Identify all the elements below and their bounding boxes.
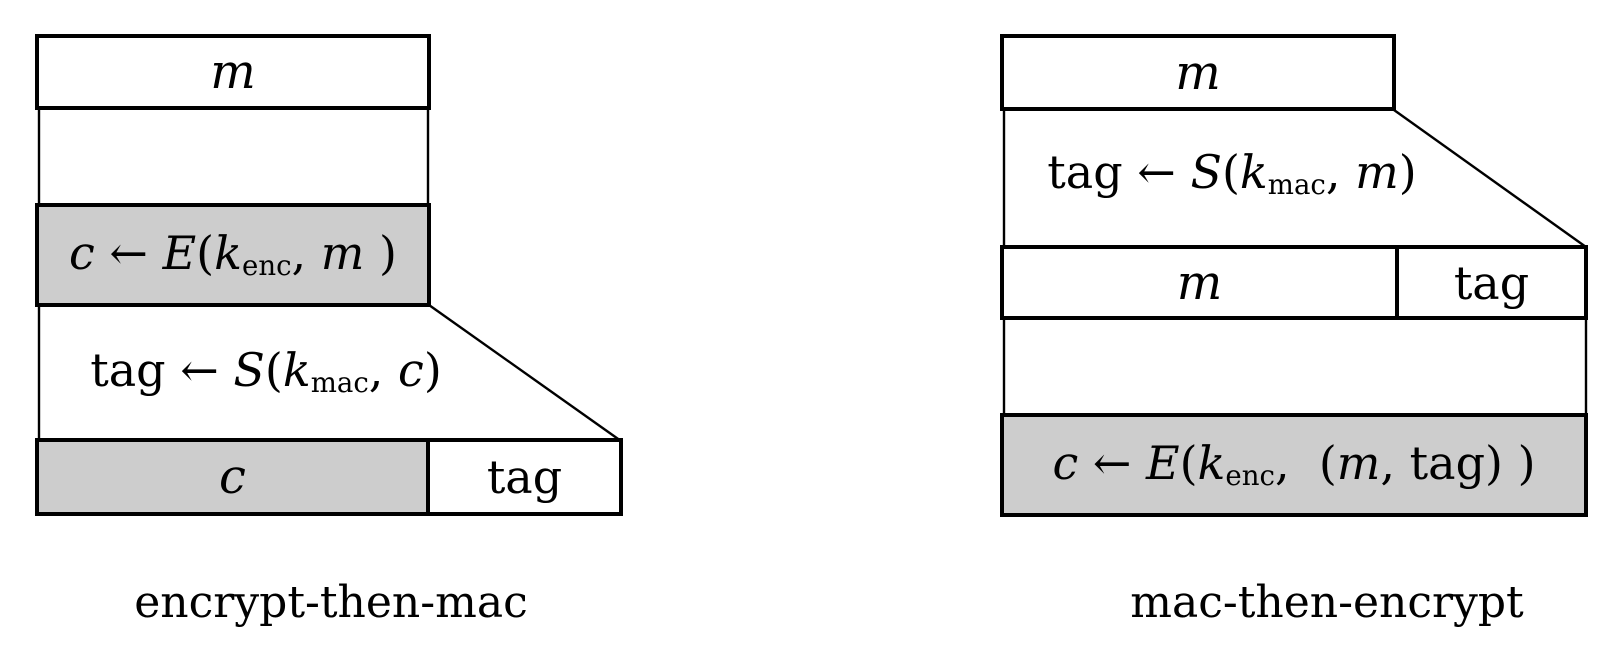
right-encrypt-box: c ← E(kenc, (m, tag) ) bbox=[1000, 413, 1588, 517]
right-mac-row: m tag bbox=[1000, 245, 1588, 320]
left-output-cipher-cell: c bbox=[39, 442, 430, 512]
left-output-tag-cell: tag bbox=[430, 442, 619, 512]
left-caption: encrypt-then-mac bbox=[134, 577, 528, 628]
right-message-label: m bbox=[1175, 44, 1221, 101]
right-mac-message-label: m bbox=[1176, 254, 1223, 311]
left-output-cipher-label: c bbox=[219, 449, 246, 505]
right-sign-diagonal-line bbox=[1393, 109, 1587, 248]
right-message-box: m bbox=[1000, 34, 1396, 111]
right-sign-formula: tag ← S(kmac, m) bbox=[1047, 145, 1417, 202]
left-sign-diagonal-line bbox=[428, 304, 622, 442]
right-encrypt-formula: c ← E(kenc, (m, tag) ) bbox=[1052, 436, 1536, 493]
left-message-box: m bbox=[35, 34, 431, 110]
left-message-label: m bbox=[210, 44, 256, 100]
left-output-row: c tag bbox=[35, 438, 623, 516]
right-caption: mac-then-encrypt bbox=[1130, 577, 1524, 628]
left-encrypt-formula: c ← E(kenc, m ) bbox=[69, 226, 397, 283]
left-output-tag-label: tag bbox=[486, 450, 563, 504]
right-mac-tag-cell: tag bbox=[1399, 249, 1584, 316]
left-sign-formula: tag ← S(kmac, c) bbox=[90, 343, 442, 400]
right-mac-message-cell: m bbox=[1004, 249, 1399, 316]
right-mac-tag-label: tag bbox=[1453, 255, 1530, 310]
left-encrypt-box: c ← E(kenc, m ) bbox=[35, 203, 431, 307]
